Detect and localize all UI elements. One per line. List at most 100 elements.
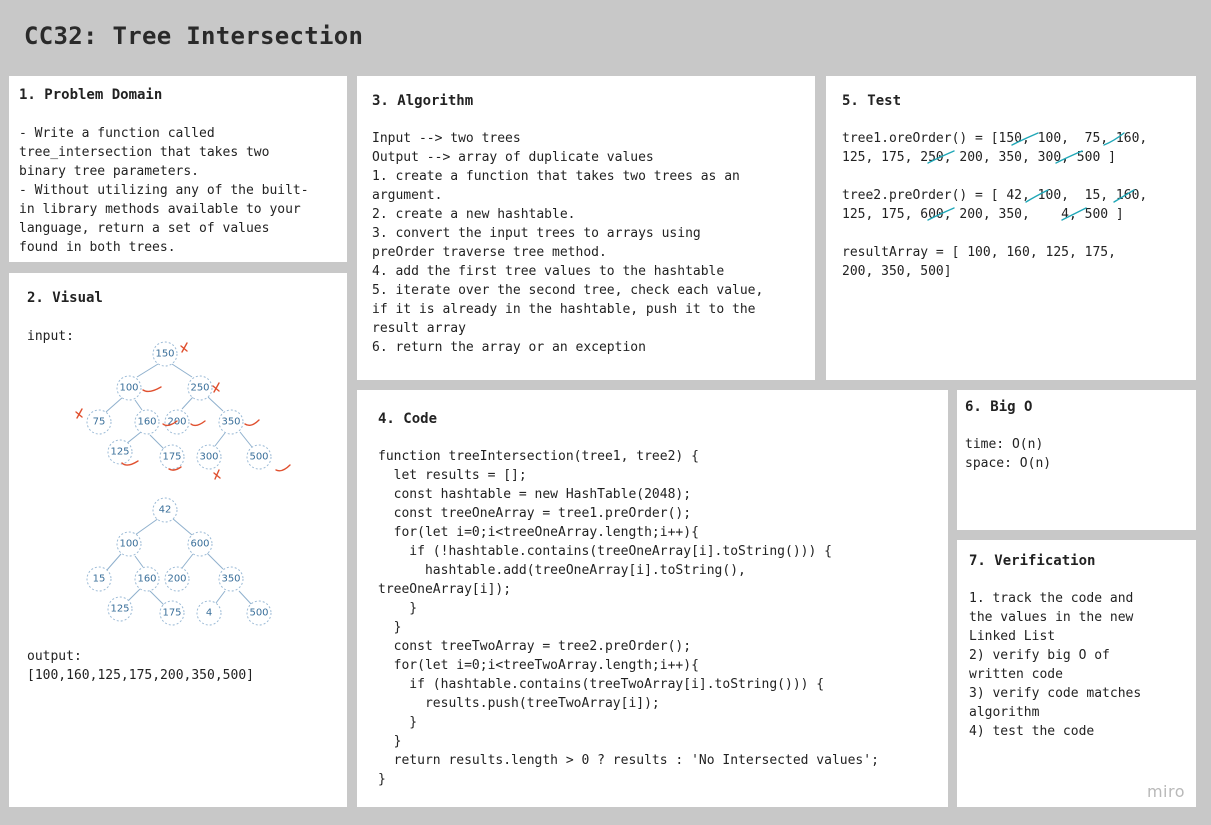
algorithm-line: 2. create a new hashtable. (372, 207, 576, 222)
algorithm-line: if it is already in the hashtable, push … (372, 302, 756, 317)
code-line: const hashtable = new HashTable(2048); (378, 487, 692, 502)
tree2-node: 100 (116, 531, 142, 557)
algorithm-line: result array (372, 321, 466, 336)
svg-text:300: 300 (199, 452, 218, 463)
test-card[interactable]: 5. Test tree1.oreOrder() = [150, 100, 75… (826, 76, 1196, 380)
svg-text:125: 125 (110, 447, 129, 458)
svg-text:125: 125 (110, 604, 129, 615)
svg-text:15: 15 (93, 574, 106, 585)
problem-domain-line: found in both trees. (19, 240, 176, 255)
tree1-node: 300 (196, 444, 222, 470)
big-o-time: time: O(n) (965, 437, 1044, 452)
problem-domain-line: binary tree parameters. (19, 164, 200, 179)
visual-card[interactable]: 2. Visual input: 150 100 250 75 160 200 … (9, 273, 347, 807)
code-line: for(let i=0;i<treeTwoArray.length;i++){ (378, 658, 699, 673)
algorithm-line: 1. create a function that takes two tree… (372, 169, 740, 184)
tree1-node: 160 (134, 409, 160, 435)
tree1-node: 125 (107, 439, 133, 465)
visual-output-label: output: (27, 649, 82, 664)
visual-output-value: [100,160,125,175,200,350,500] (27, 668, 254, 683)
code-line: } (378, 601, 418, 616)
algorithm-line: 4. add the first tree values to the hash… (372, 264, 725, 279)
problem-domain-line: language, return a set of values (19, 221, 270, 236)
code-line: } (378, 715, 418, 730)
big-o-card[interactable]: 6. Big O time: O(n) space: O(n) (957, 390, 1196, 530)
svg-text:160: 160 (137, 417, 156, 428)
svg-text:350: 350 (221, 417, 240, 428)
svg-text:175: 175 (162, 452, 181, 463)
algorithm-heading: 3. Algorithm (372, 93, 474, 109)
code-line: return results.length > 0 ? results : 'N… (378, 753, 879, 768)
verification-line: algorithm (969, 705, 1040, 720)
verification-line: 2) verify big O of (969, 648, 1110, 663)
algorithm-line: argument. (372, 188, 443, 203)
verification-card[interactable]: 7. Verification 1. track the code and th… (957, 540, 1196, 807)
problem-domain-line: tree_intersection that takes two (19, 145, 270, 160)
code-line: if (!hashtable.contains(treeOneArray[i].… (378, 544, 832, 559)
tree2-edges (106, 517, 253, 606)
problem-domain-card[interactable]: 1. Problem Domain - Write a function cal… (9, 76, 347, 262)
algorithm-line: preOrder traverse tree method. (372, 245, 607, 260)
svg-text:350: 350 (221, 574, 240, 585)
code-line: } (378, 734, 402, 749)
code-line: results.push(treeTwoArray[i]); (378, 696, 660, 711)
tree2-node: 42 (152, 497, 178, 523)
code-card[interactable]: 4. Code function treeIntersection(tree1,… (357, 390, 948, 807)
test-line: 200, 350, 500] (842, 264, 952, 279)
tree1-node: 500 (246, 444, 272, 470)
code-line: function treeIntersection(tree1, tree2) … (378, 449, 699, 464)
code-line: } (378, 620, 402, 635)
code-line: const treeTwoArray = tree2.preOrder(); (378, 639, 692, 654)
svg-text:250: 250 (190, 383, 209, 394)
svg-text:100: 100 (119, 383, 138, 394)
svg-text:600: 600 (190, 539, 209, 550)
verification-line: written code (969, 667, 1063, 682)
verification-line: Linked List (969, 629, 1056, 644)
tree1-node: 250 (187, 375, 213, 401)
miro-logo: miro (1146, 782, 1185, 801)
problem-domain-line: - Write a function called (19, 126, 215, 141)
tree-diagrams: 150 100 250 75 160 200 350 125 175 300 5… (75, 341, 291, 626)
tree2-node: 160 (134, 566, 160, 592)
red-annotations (75, 342, 291, 480)
teal-strikethrough-marks (927, 132, 1135, 221)
code-line: let results = []; (378, 468, 527, 483)
board-title: CC32: Tree Intersection (24, 22, 364, 50)
algorithm-card[interactable]: 3. Algorithm Input --> two trees Output … (357, 76, 815, 380)
code-heading: 4. Code (378, 411, 438, 427)
verification-line: the values in the new (969, 610, 1134, 625)
visual-input-label: input: (27, 329, 74, 344)
verification-heading: 7. Verification (969, 553, 1096, 569)
test-line: 125, 175, 250, 200, 350, 300, 500 ] (842, 150, 1116, 165)
svg-text:4: 4 (206, 608, 212, 619)
code-line: for(let i=0;i<treeOneArray.length;i++){ (378, 525, 699, 540)
svg-text:500: 500 (249, 452, 268, 463)
verification-line: 4) test the code (969, 724, 1095, 739)
big-o-heading: 6. Big O (965, 399, 1033, 415)
svg-text:42: 42 (159, 505, 172, 516)
test-line: 125, 175, 600, 200, 350, 4, 500 ] (842, 207, 1124, 222)
code-line: hashtable.add(treeOneArray[i].toString()… (378, 563, 746, 578)
tree2-node: 350 (218, 566, 244, 592)
algorithm-line: 6. return the array or an exception (372, 340, 646, 355)
tree1-node: 75 (86, 409, 112, 435)
svg-text:175: 175 (162, 608, 181, 619)
tree2-node: 4 (196, 600, 222, 626)
tree1-node: 350 (218, 409, 244, 435)
tree2-node: 600 (187, 531, 213, 557)
svg-text:160: 160 (137, 574, 156, 585)
tree2-node: 125 (107, 596, 133, 622)
code-line: if (hashtable.contains(treeTwoArray[i].t… (378, 677, 825, 692)
tree2-node: 15 (86, 566, 112, 592)
algorithm-line: 3. convert the input trees to arrays usi… (372, 226, 701, 241)
algorithm-line: 5. iterate over the second tree, check e… (372, 283, 764, 298)
svg-text:75: 75 (93, 417, 106, 428)
tree1-node: 200 (164, 409, 190, 435)
verification-line: 3) verify code matches (969, 686, 1142, 701)
tree2-node: 175 (159, 600, 185, 626)
svg-text:150: 150 (155, 349, 174, 360)
tree2-node: 500 (246, 600, 272, 626)
svg-text:500: 500 (249, 608, 268, 619)
problem-domain-heading: 1. Problem Domain (19, 87, 163, 103)
test-heading: 5. Test (842, 93, 902, 109)
